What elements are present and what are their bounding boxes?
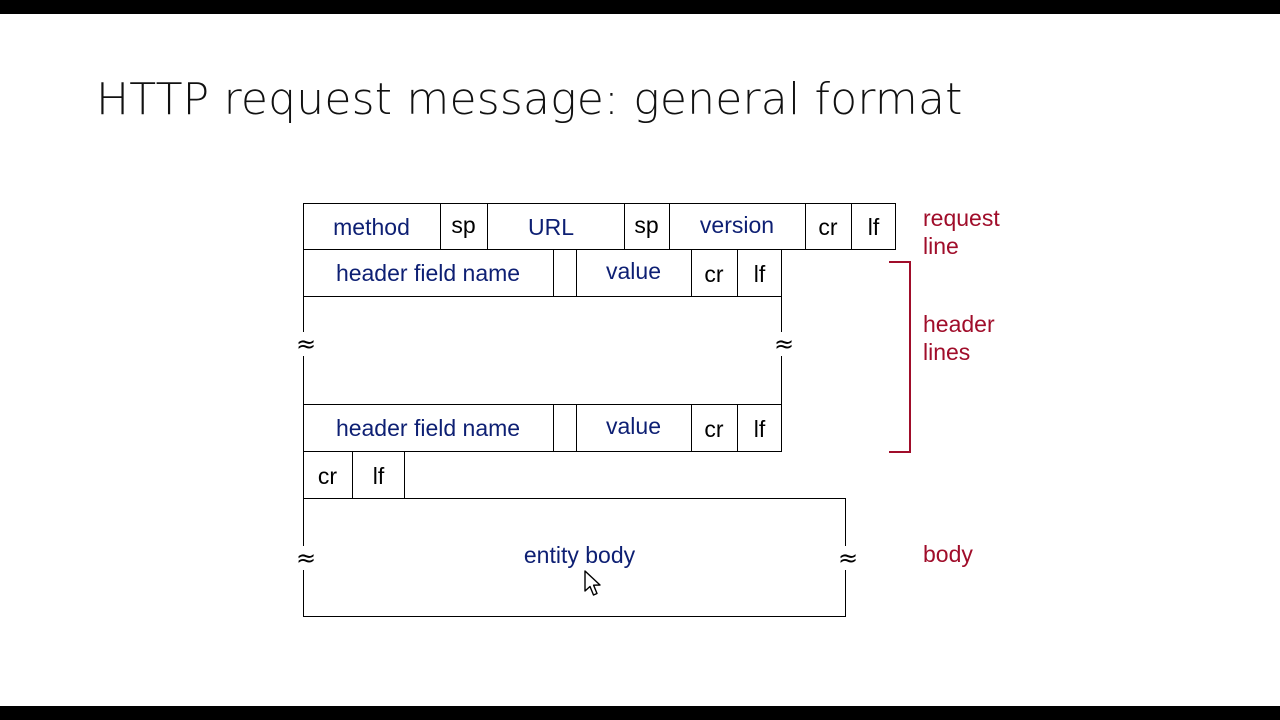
divider — [352, 451, 353, 499]
slide: HTTP request message: general format met… — [0, 14, 1280, 706]
mouse-pointer-icon — [584, 570, 601, 596]
field-sp: sp — [451, 211, 476, 238]
blank-cr: cr — [317, 462, 338, 489]
header-value: value — [606, 412, 661, 439]
field-lf: lf — [867, 213, 880, 240]
divider — [691, 404, 692, 452]
label-body: body — [923, 541, 973, 567]
divider — [669, 203, 670, 250]
divider — [576, 249, 577, 297]
divider — [805, 203, 806, 250]
request-line-row — [303, 203, 896, 250]
header-cr: cr — [704, 260, 724, 287]
header-line-row — [303, 249, 782, 297]
approx-break-icon: ≈ — [296, 544, 317, 572]
header-field-name: header field name — [335, 414, 521, 441]
header-lf: lf — [753, 260, 766, 287]
header-line-row — [303, 404, 782, 452]
field-cr: cr — [818, 213, 838, 240]
divider — [624, 203, 625, 250]
header-lf: lf — [753, 415, 766, 442]
label-request-line: request line — [923, 205, 1000, 259]
divider — [487, 203, 488, 250]
header-cr: cr — [704, 415, 724, 442]
approx-break-icon: ≈ — [296, 330, 317, 358]
field-method: method — [333, 213, 410, 240]
field-url: URL — [527, 213, 574, 240]
label-header-lines: header lines — [923, 311, 995, 365]
entity-body-label: entity body — [523, 541, 636, 568]
divider — [553, 249, 554, 297]
divider — [576, 404, 577, 452]
divider — [737, 249, 738, 297]
divider — [553, 404, 554, 452]
approx-break-icon: ≈ — [838, 544, 859, 572]
header-value: value — [606, 257, 661, 284]
header-lines-bracket — [889, 261, 911, 453]
divider — [691, 249, 692, 297]
field-sp: sp — [634, 211, 659, 238]
field-version: version — [699, 211, 775, 238]
divider — [737, 404, 738, 452]
header-field-name: header field name — [335, 259, 521, 286]
slide-title: HTTP request message: general format — [96, 74, 963, 125]
entity-body-box — [303, 498, 846, 617]
divider — [440, 203, 441, 250]
approx-break-icon: ≈ — [774, 330, 795, 358]
divider — [851, 203, 852, 250]
blank-lf: lf — [372, 462, 385, 489]
